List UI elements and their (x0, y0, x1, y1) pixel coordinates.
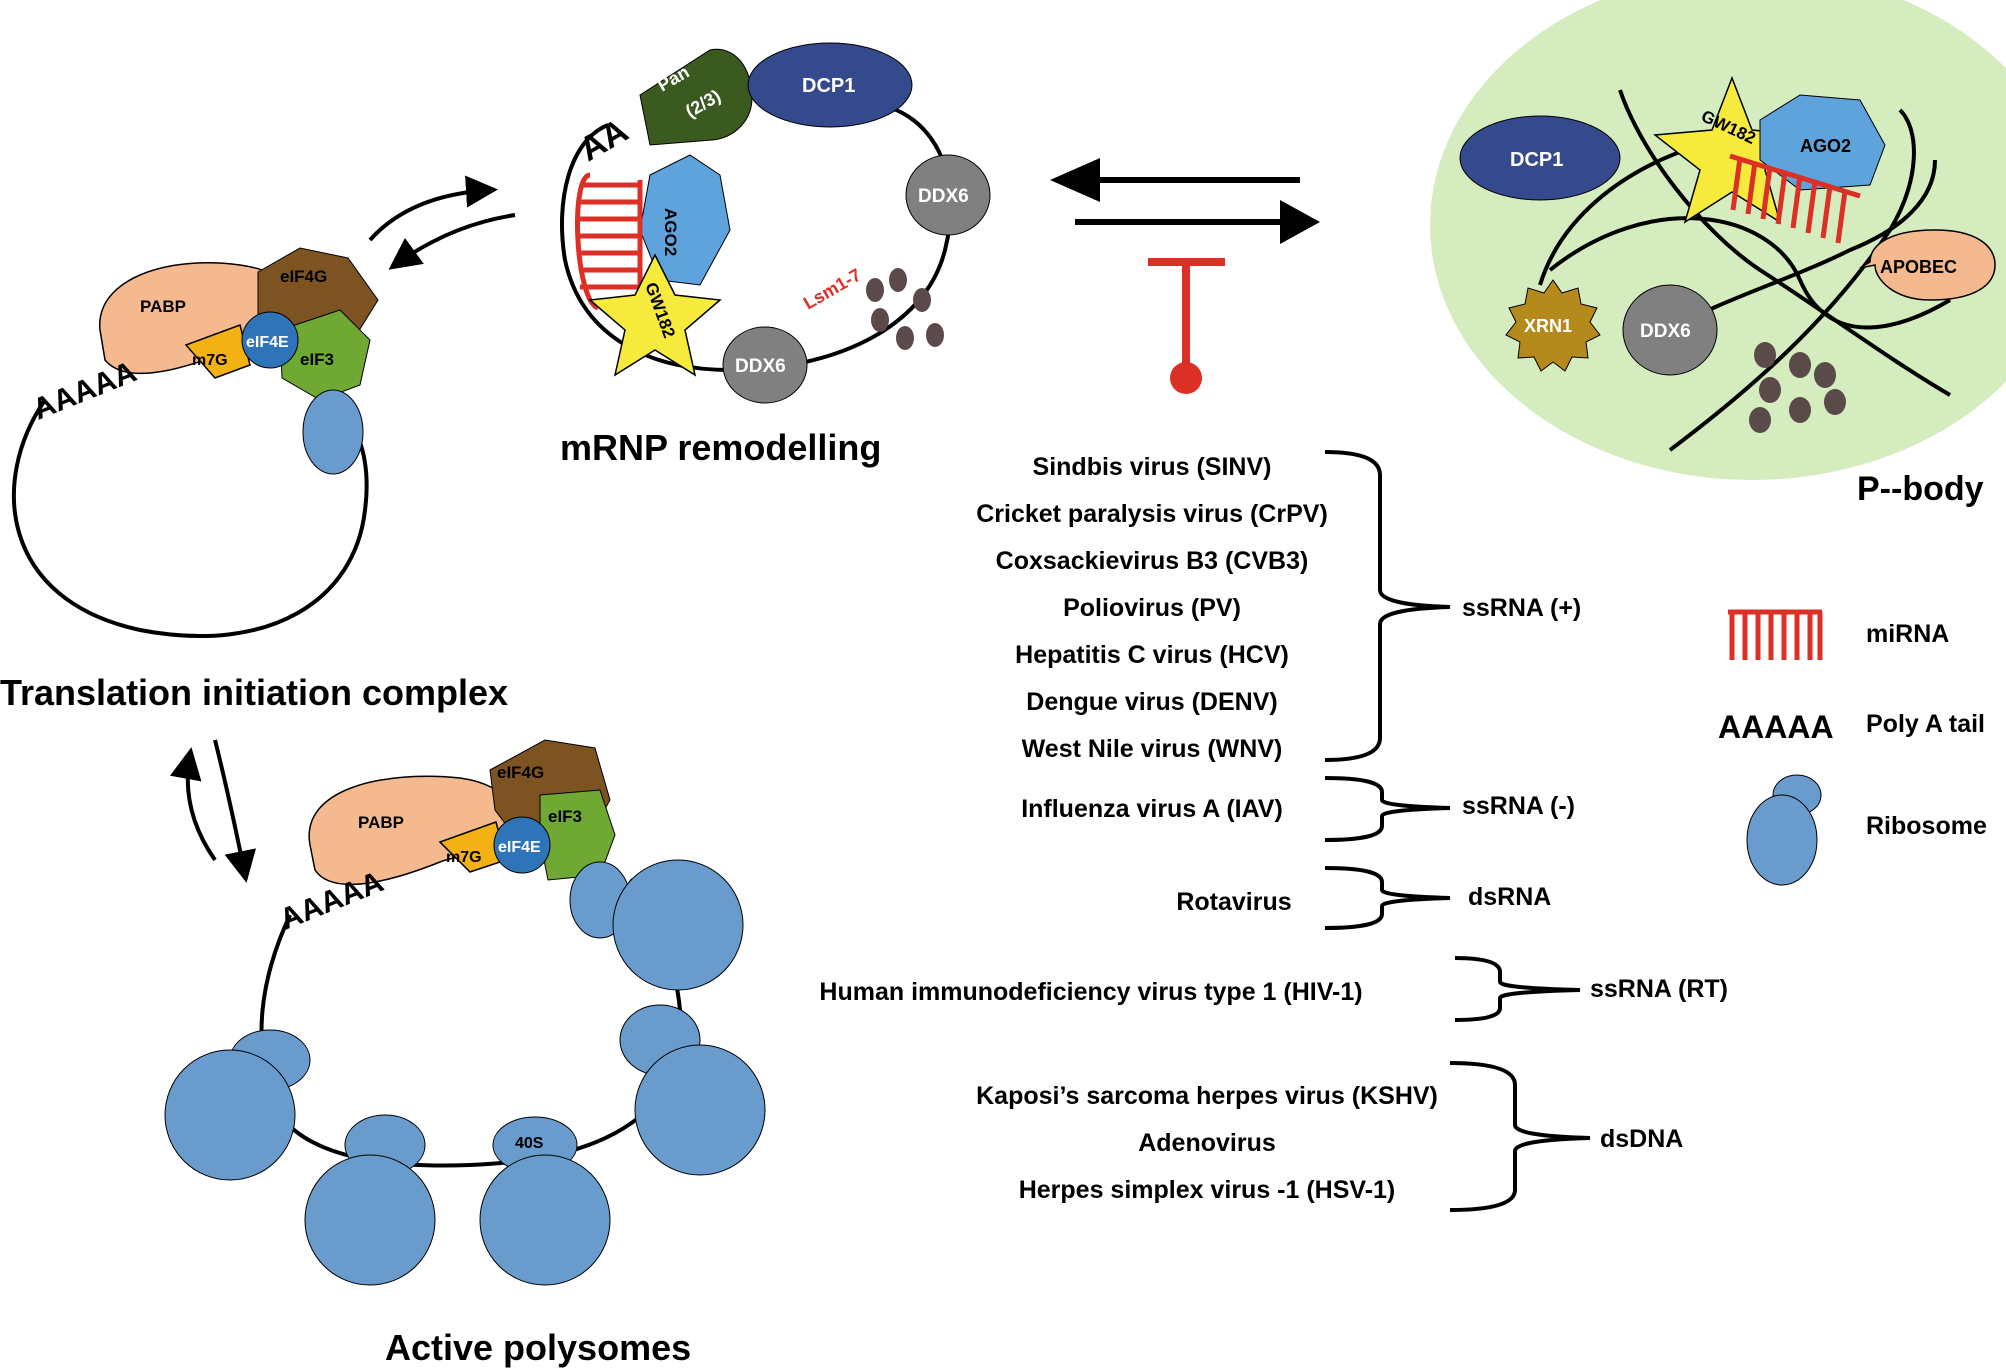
legend: miRNA AAAAA Poly A tail Ribosome (1718, 609, 1987, 886)
dcp1-shape (747, 42, 913, 128)
virus-name: West Nile virus (WNV) (1022, 735, 1283, 763)
virus-class-label: ssRNA (+) (1462, 594, 1581, 622)
ddx6-lower-label: DDX6 (735, 356, 786, 377)
ago2-label: AGO2 (661, 208, 680, 256)
virus-name: Rotavirus (1176, 888, 1291, 916)
ddx6-lower-shape (722, 326, 808, 404)
pabp-label: PABP (140, 297, 186, 316)
mirna-shape (575, 172, 643, 311)
xrn1-label: XRN1 (1524, 316, 1572, 336)
group-bracket (1324, 776, 1451, 842)
polysome-pabp-label: PABP (358, 813, 404, 832)
ribosome-symbol (1746, 774, 1822, 886)
legend-label: Ribosome (1866, 812, 1987, 840)
ribosome-small (302, 389, 364, 475)
p-body-ddx6-shape (1622, 284, 1718, 376)
polysome-eif3-label: eIF3 (548, 807, 582, 826)
m7g-shape (184, 324, 251, 379)
virus-class-label: ssRNA (RT) (1590, 975, 1728, 1003)
legend-symbol-text: AAAAA (1718, 709, 1834, 745)
group-bracket (1324, 450, 1451, 762)
virus-name: Hepatitis C virus (HCV) (1015, 641, 1289, 669)
polysome-m7g-label: m7G (446, 849, 482, 866)
virus-group-ssrna-negative: Influenza virus A (IAV) ssRNA (-) (1021, 776, 1575, 842)
mrnp-title: mRNP remodelling (560, 427, 881, 468)
legend-item-polya: AAAAA Poly A tail (1718, 709, 1985, 745)
polysome-eif4e-shape (493, 816, 551, 874)
virus-group-dsdna: Kaposi’s sarcoma herpes virus (KSHV) Ade… (976, 1061, 1683, 1212)
m7g-label: m7G (192, 352, 228, 369)
p-body-dcp1-label: DCP1 (1510, 149, 1563, 171)
ddx6-label: DDX6 (918, 186, 969, 207)
polysomes-title: Active polysomes (385, 1327, 691, 1368)
virus-name: Adenovirus (1138, 1129, 1276, 1157)
legend-item-mirna: miRNA (1728, 609, 1949, 660)
group-bracket (1449, 1061, 1591, 1212)
polya-tail-label: AAAAA (28, 355, 141, 426)
group-bracket (1454, 956, 1581, 1022)
mrnp-polya-label: AA (573, 111, 635, 168)
xrn1-shape (1505, 279, 1601, 372)
mrna-loop (11, 398, 369, 639)
arrows-translation-polysomes (169, 739, 256, 883)
mrnp-remodelling: Pan (2/3) AA DCP1 DDX6 DDX6 AGO2 GW182 L… (560, 42, 991, 468)
virus-name: Kaposi’s sarcoma herpes virus (KSHV) (976, 1082, 1438, 1110)
group-bracket (1324, 866, 1451, 930)
p-body-dcp1-shape (1459, 115, 1621, 201)
ago2-shape (639, 154, 731, 286)
apobec-shape (1859, 229, 1996, 301)
eif4e-label: eIF4E (246, 334, 289, 351)
translation-complex-title: Translation initiation complex (0, 672, 508, 713)
virus-name: Dengue virus (DENV) (1026, 688, 1277, 716)
translation-initiation-complex: PABP eIF4G eIF3 m7G eIF4E AAAAA Translat… (0, 247, 508, 713)
virus-name: Poliovirus (PV) (1063, 594, 1241, 622)
p-body: DCP1 GW182 AGO2 XRN1 DDX6 APOBEC (1430, 0, 2006, 508)
forty-s-label: 40S (515, 1135, 544, 1152)
virus-group-ssrna-positive: Sindbis virus (SINV) Cricket paralysis v… (976, 450, 1581, 763)
ddx6-shape (905, 154, 991, 236)
virus-groups: Sindbis virus (SINV) Cricket paralysis v… (819, 450, 1728, 1212)
virus-class-label: ssRNA (-) (1462, 792, 1575, 820)
p-body-ddx6-label: DDX6 (1640, 321, 1691, 342)
virus-name: Influenza virus A (IAV) (1021, 795, 1283, 823)
virus-name: Human immunodeficiency virus type 1 (HIV… (819, 978, 1362, 1006)
dcp1-label: DCP1 (802, 75, 855, 97)
virus-group-dsrna: Rotavirus dsRNA (1176, 866, 1551, 930)
p-body-mirna-shape (1729, 153, 1861, 244)
virus-name: Herpes simplex virus -1 (HSV-1) (1019, 1176, 1396, 1204)
polysome-eif4e-label: eIF4E (498, 839, 541, 856)
ribosome (164, 1029, 311, 1181)
active-polysomes: PABP eIF4G eIF3 m7G eIF4E AAAAA 40S (164, 739, 766, 1368)
inhibition-symbol (1148, 258, 1225, 394)
virus-name: Coxsackievirus B3 (CVB3) (996, 547, 1309, 575)
eif3-shape (279, 309, 371, 401)
ribosome (569, 859, 744, 991)
mirna-symbol (1728, 609, 1823, 660)
p-body-ago2-label: AGO2 (1800, 136, 1851, 156)
legend-item-ribosome: Ribosome (1746, 774, 1987, 886)
ribosome: 40S (479, 1116, 611, 1286)
lsm-complex (866, 268, 944, 350)
legend-label: Poly A tail (1866, 710, 1985, 738)
virus-name: Cricket paralysis virus (CrPV) (976, 500, 1328, 528)
polysome-eif4g-label: eIF4G (497, 763, 544, 782)
lsm-label: Lsm1-7 (800, 265, 865, 314)
gw182-shape (588, 253, 722, 377)
virus-class-label: dsDNA (1600, 1125, 1683, 1153)
p-body-lsm-complex (1749, 342, 1846, 433)
virus-name: Sindbis virus (SINV) (1033, 453, 1272, 481)
virus-class-label: dsRNA (1468, 883, 1551, 911)
ribosome (619, 1004, 766, 1176)
apobec-label: APOBEC (1880, 257, 1957, 277)
legend-label: miRNA (1866, 620, 1949, 648)
arrows-translation-mrnp (368, 175, 516, 270)
equilibrium-arrows (1050, 158, 1320, 244)
eif4g-label: eIF4G (280, 267, 327, 286)
virus-group-ssrna-rt: Human immunodeficiency virus type 1 (HIV… (819, 956, 1728, 1022)
p-body-title: P--body (1857, 470, 1984, 508)
eif4e-shape (241, 311, 299, 369)
eif3-label: eIF3 (300, 350, 334, 369)
ribosome (304, 1114, 436, 1286)
